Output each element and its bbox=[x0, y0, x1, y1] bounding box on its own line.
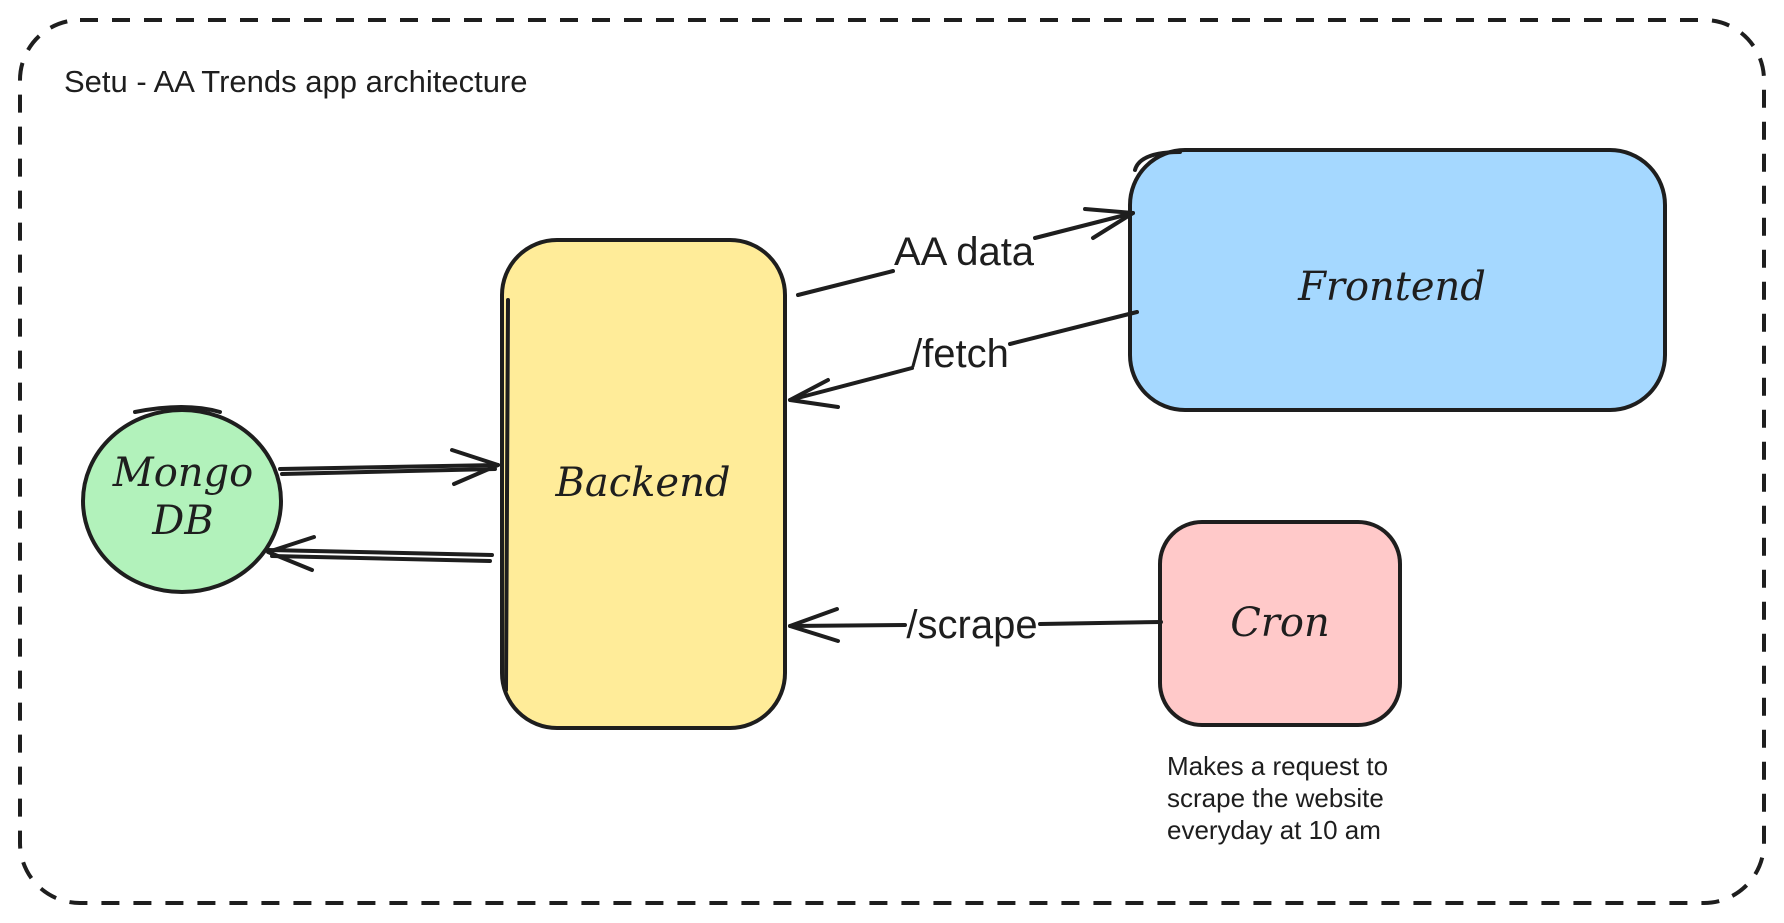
edge-fetch: /fetch bbox=[788, 310, 1139, 409]
edge-aa-data-label: AA data bbox=[894, 230, 1035, 274]
edge-aa-data-line-2 bbox=[1033, 211, 1135, 240]
mongodb-circle bbox=[81, 408, 283, 594]
edge-scrape: /scrape bbox=[788, 603, 1163, 647]
backend-node: Backend bbox=[500, 238, 787, 730]
edge-mongo-to-backend bbox=[278, 448, 500, 486]
edge-mongo-to-backend-line-2 bbox=[280, 467, 497, 476]
edge-backend-to-mongo-line-2 bbox=[270, 554, 492, 563]
cron-note-line2: scrape the website bbox=[1167, 783, 1384, 813]
cron-label: Cron bbox=[1230, 600, 1330, 646]
frontend-label: Frontend bbox=[1297, 264, 1486, 310]
outer-frame bbox=[18, 18, 1766, 905]
edge-fetch-arrowhead bbox=[788, 378, 840, 409]
edge-scrape-line bbox=[1038, 620, 1163, 626]
cron-note: Makes a request to scrape the website ev… bbox=[1167, 751, 1388, 845]
edge-fetch-line-2 bbox=[788, 366, 914, 402]
frontend-box bbox=[1128, 148, 1667, 412]
backend-box bbox=[500, 238, 787, 730]
edge-fetch-line bbox=[1008, 310, 1139, 346]
mongodb-label-line1: Mongo bbox=[112, 450, 254, 496]
edge-aa-data-line bbox=[796, 269, 895, 297]
edge-mongo-to-backend-arrowhead bbox=[450, 448, 500, 486]
cron-node: Cron bbox=[1158, 520, 1402, 727]
edge-aa-data-arrowhead bbox=[1083, 207, 1135, 240]
edge-backend-to-mongo-arrowhead bbox=[266, 535, 316, 572]
edge-fetch-label: /fetch bbox=[911, 332, 1009, 376]
edge-mongo-to-backend-line bbox=[278, 463, 500, 471]
frontend-node: Frontend bbox=[1128, 148, 1667, 412]
cron-note-line3: everyday at 10 am bbox=[1167, 815, 1381, 845]
backend-label: Backend bbox=[555, 460, 731, 506]
cron-note-line1: Makes a request to bbox=[1167, 751, 1388, 781]
mongodb-label-line2: DB bbox=[151, 498, 213, 544]
edge-backend-to-mongo-line bbox=[266, 548, 494, 557]
edge-scrape-label: /scrape bbox=[906, 603, 1037, 647]
mongodb-node: Mongo DB bbox=[81, 405, 283, 594]
edge-backend-to-mongo bbox=[266, 535, 494, 572]
edge-scrape-arrowhead bbox=[788, 607, 840, 643]
diagram-title: Setu - AA Trends app architecture bbox=[64, 64, 528, 99]
edge-scrape-line-2 bbox=[788, 623, 907, 628]
edge-aa-data: AA data bbox=[796, 207, 1135, 297]
